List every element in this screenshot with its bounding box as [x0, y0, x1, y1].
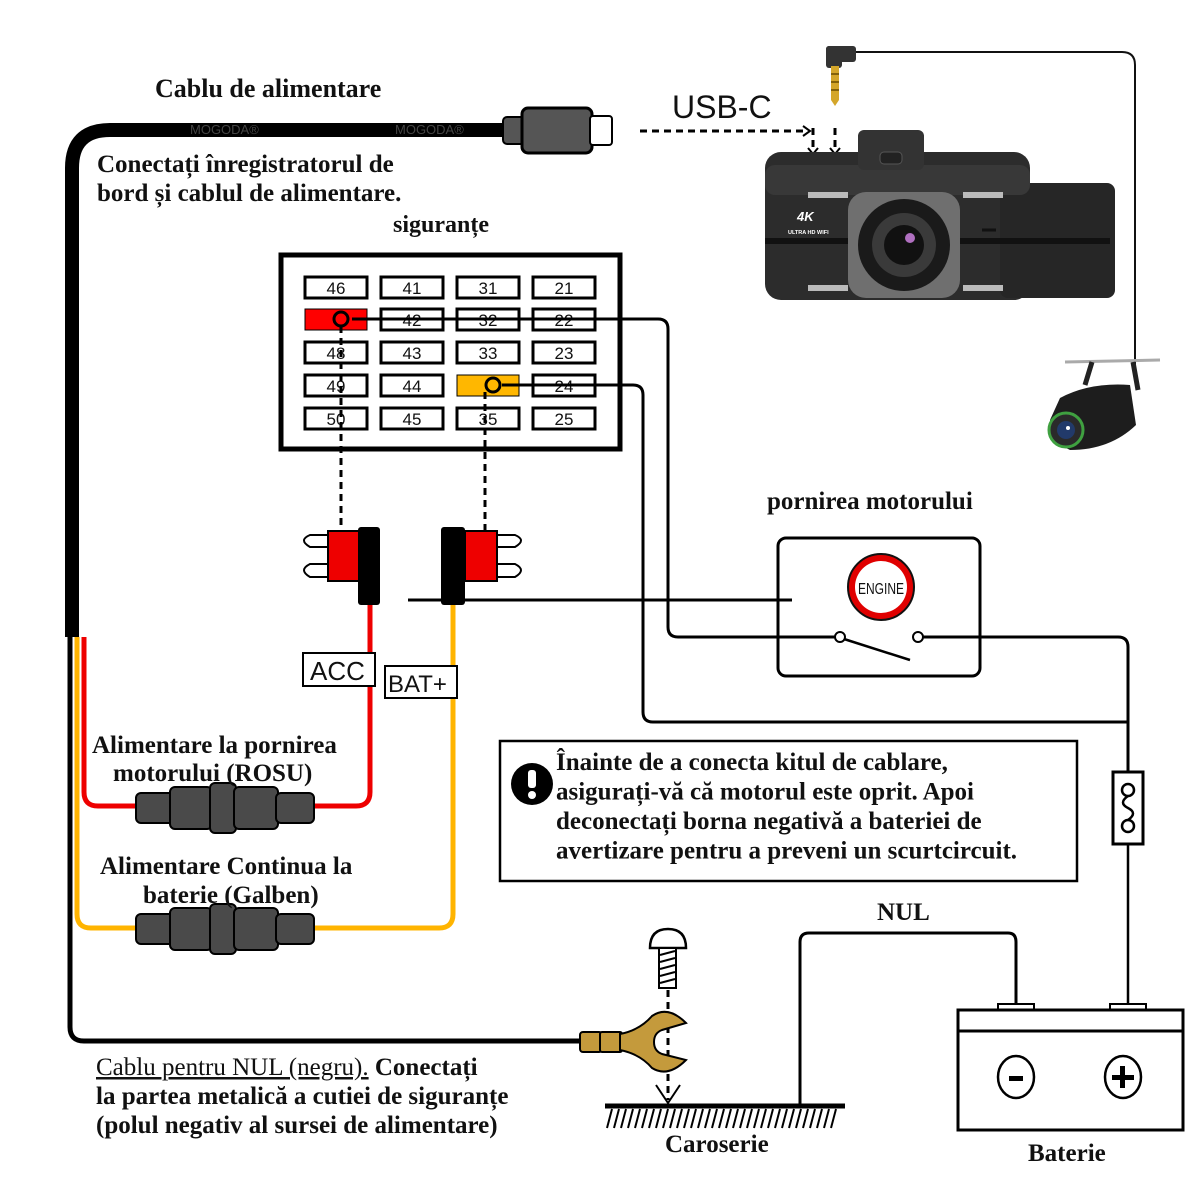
fuse-number: 44 — [403, 377, 422, 396]
fuse-number: 43 — [403, 344, 422, 363]
dashcam-sub: ULTRA HD WIFI — [788, 230, 829, 236]
bat-label: BAT+ — [388, 671, 447, 698]
acc-label: ACC — [310, 656, 365, 686]
usb-c-plug-icon — [502, 106, 613, 155]
fuse-number: 33 — [479, 344, 498, 363]
dashcam-badge: 4K — [796, 209, 815, 224]
fuse-number: 23 — [555, 344, 574, 363]
watermark-1: MOGODA® — [190, 122, 259, 137]
battery-fuse-icon — [1111, 770, 1145, 846]
dashcam-icon: 4K ULTRA HD WIFI — [765, 130, 1115, 300]
engine-sign-icon: ENGINE — [847, 553, 915, 621]
fuse-slot: 43 — [379, 340, 445, 365]
battery-label: Baterie — [1028, 1140, 1106, 1167]
fuse-slot: 41 — [379, 275, 445, 300]
fuse-slot: 31 — [455, 275, 521, 300]
fusebox-label: siguranțe — [393, 212, 489, 238]
warning-box — [498, 739, 1079, 883]
chassis-label: Caroserie — [665, 1131, 769, 1158]
yellow-inline-fuse-icon — [135, 903, 315, 955]
fuse-slot: 46 — [303, 275, 369, 300]
ground-wire — [67, 637, 582, 1044]
fuse-number: 41 — [403, 279, 422, 298]
fuse-number: 21 — [555, 279, 574, 298]
fuse-number: 45 — [403, 410, 422, 429]
fuse-number: 48 — [327, 344, 346, 363]
fuse-slot: 49 — [303, 373, 369, 398]
bat-fuse-tap-icon — [441, 527, 522, 605]
red-wire-text-1: Alimentare la pornirea — [92, 732, 337, 759]
red-wire-text-2: motorului (ROSU) — [113, 760, 312, 787]
fuse-number: 35 — [479, 410, 498, 429]
red-inline-fuse-icon — [135, 782, 315, 834]
nul-wire — [798, 931, 1018, 1105]
fuse-slot: 35 — [455, 406, 521, 431]
warning-text-line: asigurați-vă că motorul este oprit. Apoi — [556, 779, 974, 807]
engine-title: pornirea motorului — [767, 488, 973, 515]
fuse-slot: 45 — [379, 406, 445, 431]
fuse-number: 50 — [327, 410, 346, 429]
fuse-number: 49 — [327, 377, 346, 396]
switch-out-wire — [918, 635, 1130, 775]
ground-text-2: la partea metalică a cutiei de siguranțe — [96, 1083, 508, 1111]
fuse-slot: 50 — [303, 406, 369, 431]
battery-icon — [956, 1003, 1185, 1132]
fuse-number: 25 — [555, 410, 574, 429]
fuse-slot: 44 — [379, 373, 445, 398]
switch-icon — [834, 631, 924, 662]
yellow-wire-text-1: Alimentare Continua la — [100, 853, 353, 880]
connect-text-2: bord și cablul de alimentare. — [97, 180, 401, 208]
power-cable — [65, 123, 510, 637]
screw-icon — [648, 927, 688, 989]
usb-c-label: USB-C — [672, 89, 772, 125]
connect-text-1: Conectați înregistratorul de — [97, 151, 394, 179]
audio-jack-icon — [826, 46, 856, 106]
fuse-slot: 48 — [303, 340, 369, 365]
yellow-wire — [314, 605, 456, 931]
title-cable: Cablu de alimentare — [155, 74, 381, 103]
warning-text-line: Înainte de a conecta kitul de cablare, — [556, 748, 948, 776]
fuse-slot: 21 — [531, 275, 597, 300]
fuse-number: 46 — [327, 279, 346, 298]
ground-text-3: (polul negativ al sursei de alimentare) — [96, 1112, 498, 1139]
warning-icon — [511, 763, 553, 805]
ring-terminal-icon — [579, 1010, 688, 1073]
warning-text-line: deconectați borna negativă a bateriei de — [556, 808, 982, 836]
fuse-slot: 33 — [455, 340, 521, 365]
acc-sense-wire — [352, 317, 838, 639]
fuse-slot: 25 — [531, 406, 597, 431]
watermark-2: MOGODA® — [395, 122, 464, 137]
fuse-slot: 23 — [531, 340, 597, 365]
nul-label: NUL — [877, 899, 930, 926]
engine-switch-box — [776, 536, 982, 678]
red-wire — [314, 605, 373, 809]
fuse-number: 31 — [479, 279, 498, 298]
tap-point-icon — [484, 376, 502, 394]
yellow-wire-text-2: baterie (Galben) — [143, 882, 319, 909]
rear-camera-cable — [855, 51, 1136, 365]
fuse-slot — [456, 374, 520, 397]
svg-text:ENGINE: ENGINE — [858, 581, 904, 598]
bat-sense-wire — [502, 383, 1128, 724]
rear-camera-icon — [1047, 358, 1161, 450]
ground-text-1: Cablu pentru NUL (negru). Conectați — [96, 1054, 478, 1082]
warning-text-line: avertizare pentru a preveni un scurtcirc… — [556, 838, 1017, 865]
acc-fuse-tap-icon — [303, 527, 380, 605]
